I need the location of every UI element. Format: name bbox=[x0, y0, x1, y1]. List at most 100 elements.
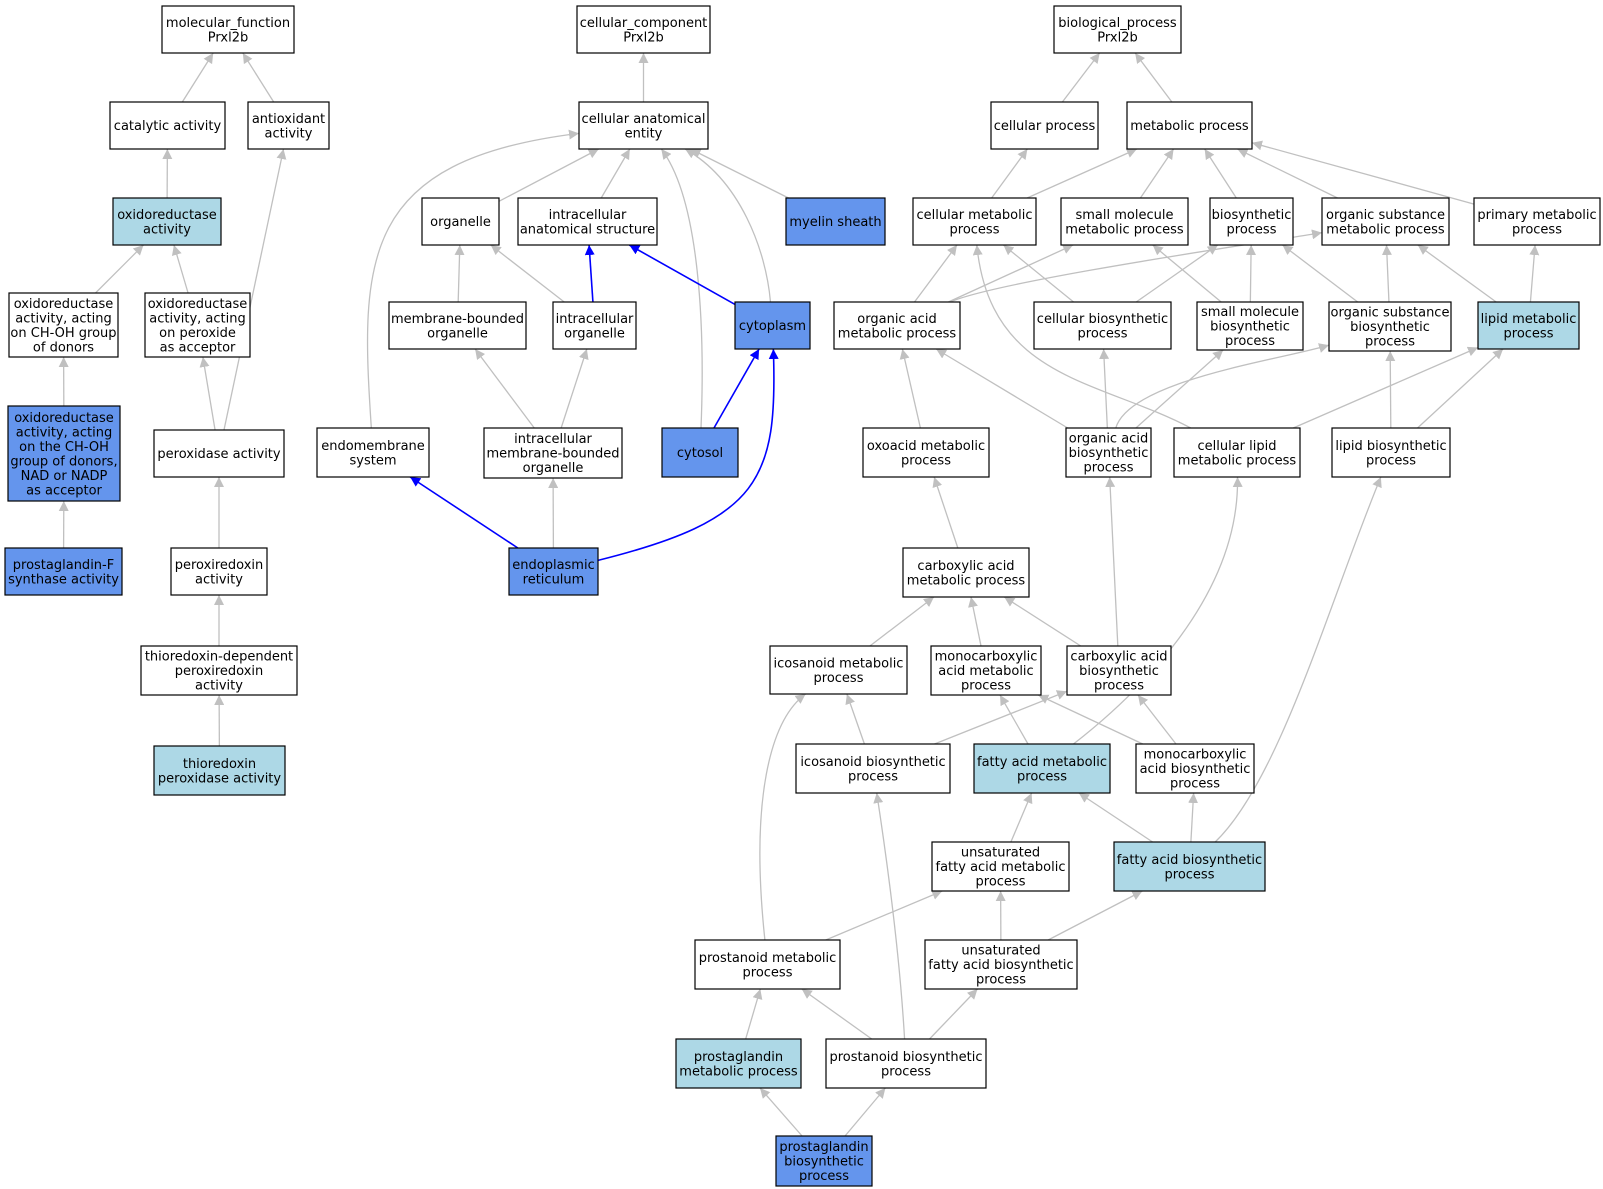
edge-prmp-to-icmp bbox=[759, 693, 807, 941]
node-box bbox=[825, 1038, 987, 1089]
node-label-line: carboxylic acid bbox=[1070, 650, 1167, 665]
node-metabolic[interactable]: metabolic process bbox=[1126, 101, 1253, 150]
edge-ufabp-to-fabp bbox=[1047, 890, 1143, 941]
node-label-line: acid biosynthetic bbox=[1140, 762, 1251, 777]
node-label-line: metabolic process bbox=[1178, 453, 1297, 468]
node-cellular_process[interactable]: cellular process bbox=[990, 101, 1099, 150]
edge-prmp-to-ufamp bbox=[825, 890, 943, 941]
node-peroxidase[interactable]: peroxidase activity bbox=[153, 429, 285, 478]
node-label-line: oxidoreductase bbox=[14, 297, 114, 312]
node-myelin[interactable]: myelin sheath bbox=[785, 197, 886, 246]
node-organelle[interactable]: organelle bbox=[421, 197, 500, 246]
node-box bbox=[1033, 301, 1172, 350]
node-label-line: thioredoxin bbox=[183, 757, 256, 772]
edge-er-to-endomembrane bbox=[409, 476, 519, 549]
edge-peroxidase-to-ox_peroxide bbox=[199, 356, 216, 431]
node-cytoplasm[interactable]: cytoplasm bbox=[734, 301, 811, 350]
node-label-line: organelle bbox=[427, 326, 488, 341]
node-label-line: metabolic process bbox=[1065, 222, 1184, 237]
node-label-line: monocarboxylic bbox=[935, 650, 1038, 665]
edge-pgbp-to-pgmp bbox=[759, 1087, 803, 1137]
edge-endomembrane-to-cae bbox=[366, 129, 580, 429]
edge-io-to-ias bbox=[584, 244, 595, 303]
node-catalytic[interactable]: catalytic activity bbox=[109, 101, 226, 150]
node-label-line: organelle bbox=[430, 215, 491, 230]
edge-oabp-to-smbp bbox=[1135, 349, 1224, 429]
edge-cbp-to-cmp bbox=[1003, 244, 1074, 303]
node-label-line: activity bbox=[195, 679, 243, 694]
edge-cytoplasm-to-ias bbox=[628, 244, 736, 306]
node-label: cellular process bbox=[994, 119, 1096, 134]
edge-cmp-to-cellular_process bbox=[991, 148, 1028, 199]
node-box bbox=[833, 301, 961, 350]
node-box bbox=[109, 101, 226, 150]
node-cytosol[interactable]: cytosol bbox=[661, 427, 739, 478]
node-label-line: thioredoxin-dependent bbox=[145, 650, 293, 665]
node-label-line: process bbox=[1084, 461, 1134, 476]
node-label-line: entity bbox=[625, 126, 663, 141]
edge-ox_choh-to-oxidoreductase bbox=[95, 244, 144, 294]
node-box bbox=[1135, 743, 1255, 794]
node-label-line: biological_process bbox=[1058, 16, 1177, 31]
node-label-line: biosynthetic bbox=[1210, 320, 1290, 335]
node-label-line: biosynthetic bbox=[784, 1155, 864, 1170]
node-label-line: process bbox=[1504, 326, 1554, 341]
node-box bbox=[1321, 197, 1450, 246]
edge-oabp-to-osbp bbox=[1115, 343, 1330, 429]
node-label: myelin sheath bbox=[789, 215, 881, 230]
